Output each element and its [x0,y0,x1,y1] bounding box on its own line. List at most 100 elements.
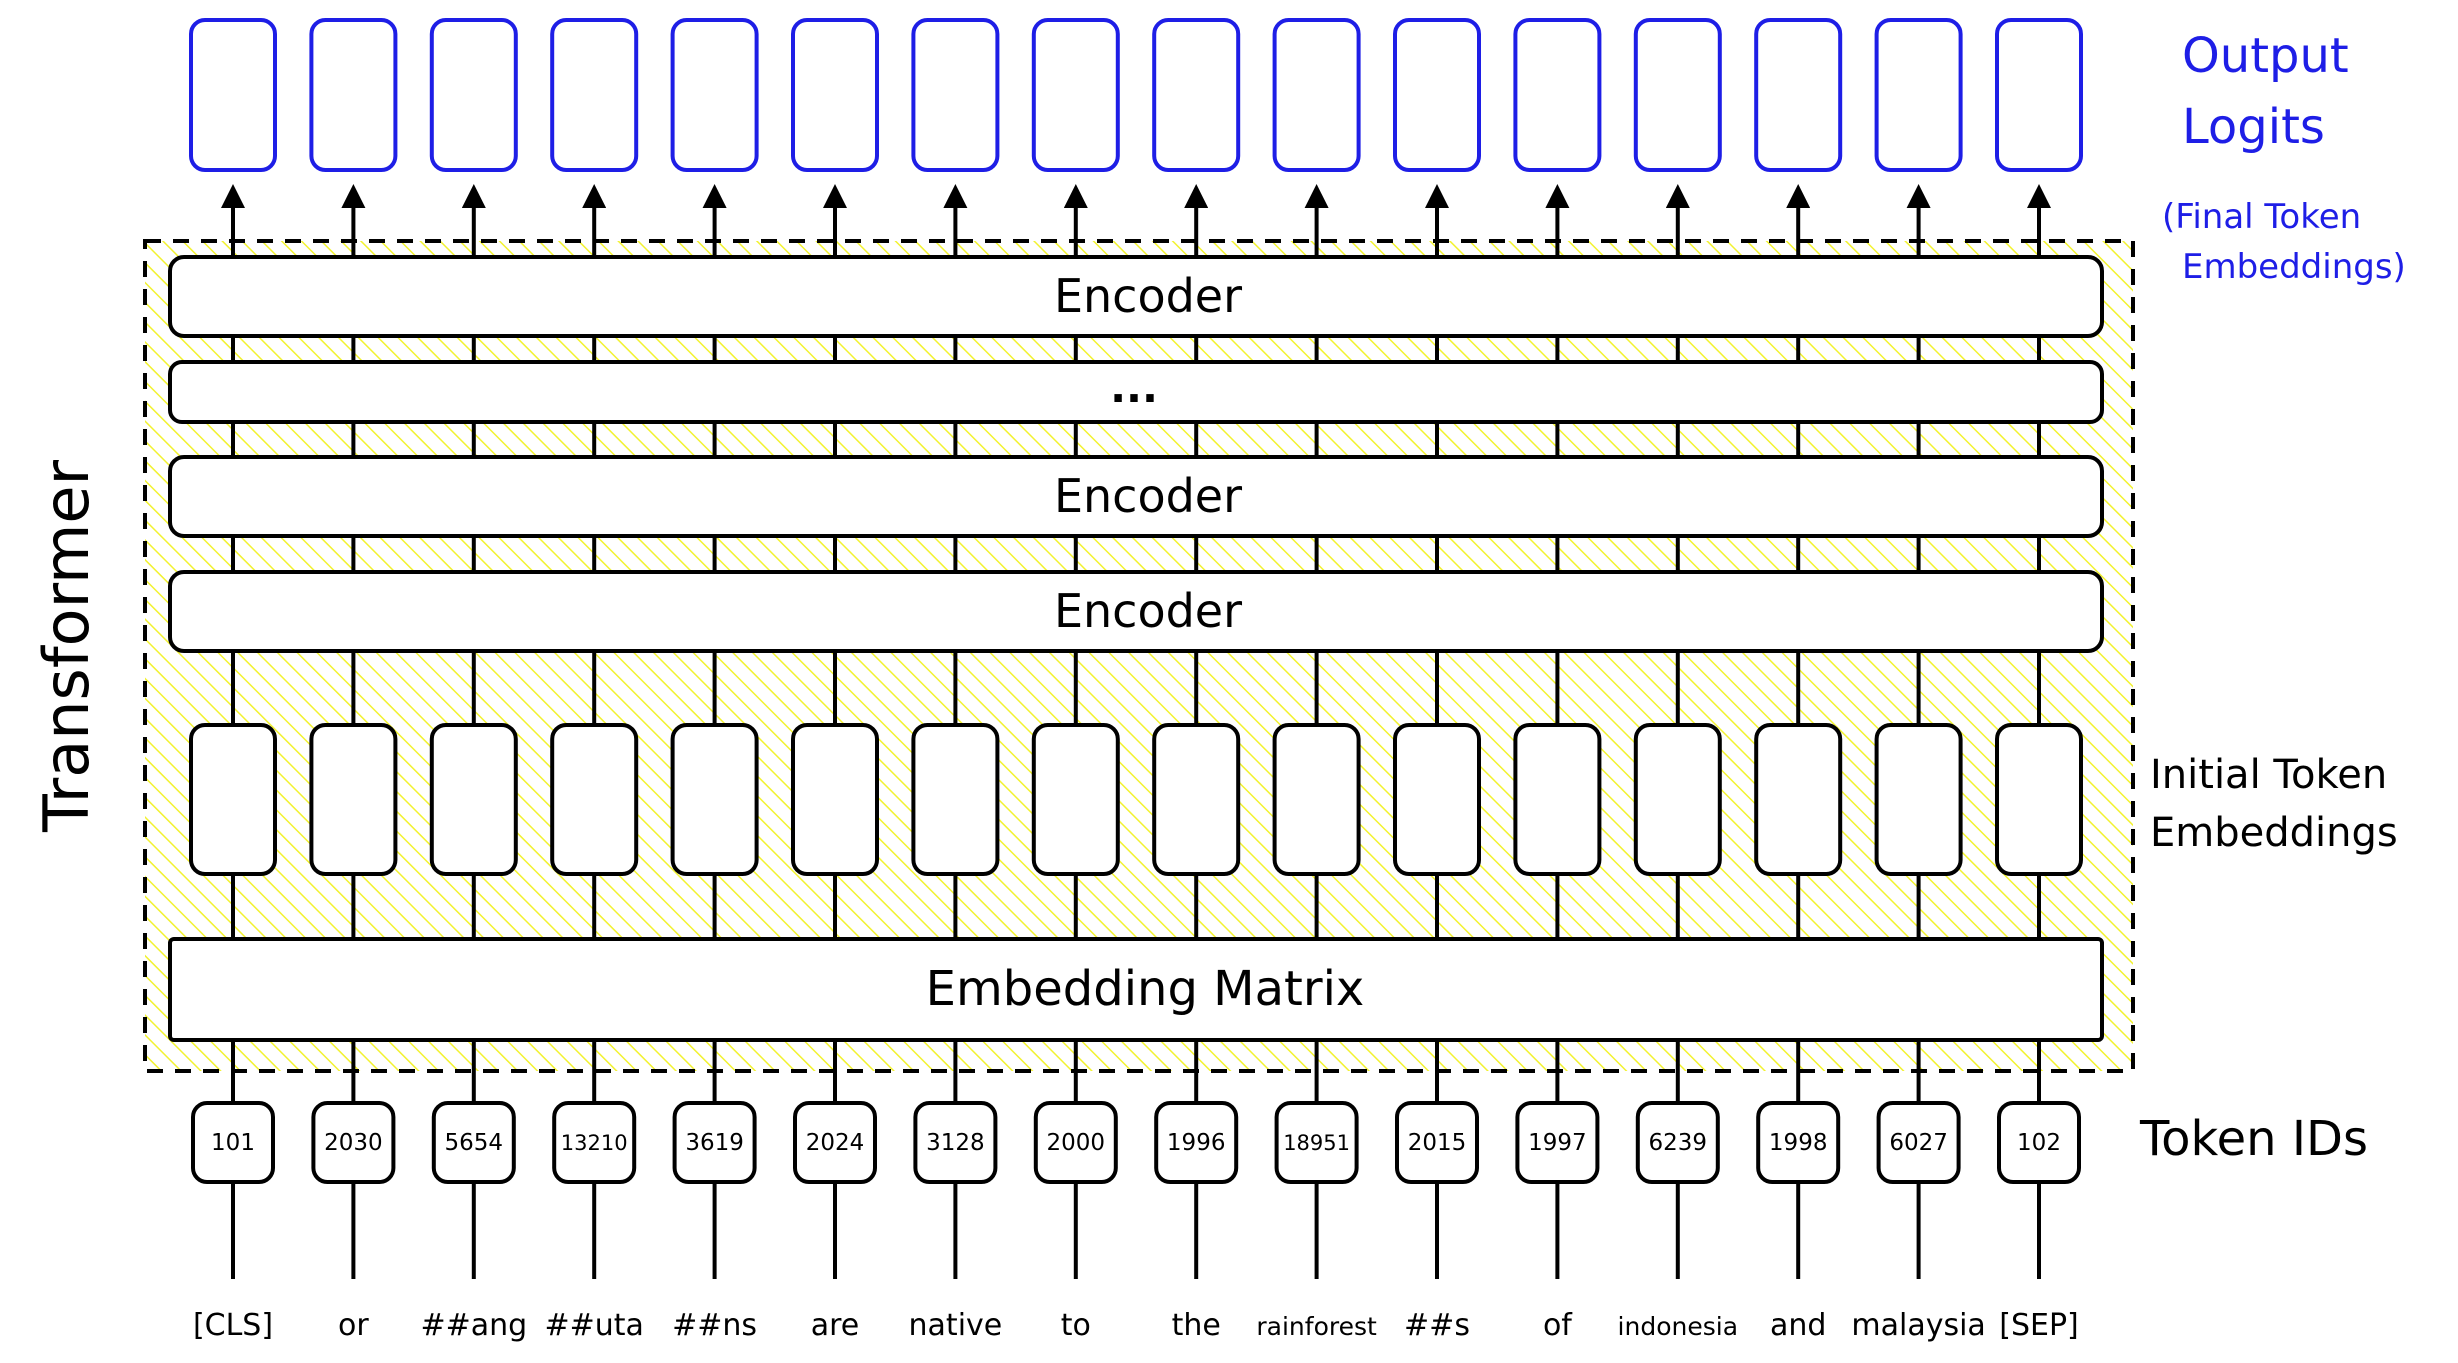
token-id: 3128 [926,1130,985,1156]
token-word: native [909,1308,1003,1343]
initial-embedding-box [1995,723,2083,876]
token-id-box [1756,1101,1841,1184]
token-id: 5654 [445,1130,504,1156]
token-id-box [1876,1101,1961,1184]
output-logit-box [1995,18,2083,172]
token-id: 1997 [1528,1130,1587,1156]
output-logit-box [1031,18,1120,172]
embedding-matrix-label: Embedding Matrix [926,961,1365,1017]
token-id: 101 [211,1130,255,1156]
initial-embedding-box [550,723,639,876]
output-logit-box [1874,18,1963,172]
token-id-box [1635,1101,1720,1184]
initial-embedding-box [1152,723,1241,876]
initial-embedding-box [1393,723,1481,876]
token-id: 2000 [1047,1130,1106,1156]
token-id-box [1515,1101,1600,1184]
token-word: [SEP] [1999,1308,2079,1343]
token-id-box [793,1101,877,1184]
token-id-box [1033,1101,1118,1184]
token-id: 3619 [685,1130,744,1156]
token-word: ##ang [420,1308,527,1343]
token-column: 101 [CLS] [189,18,277,1343]
token-word: the [1172,1308,1221,1343]
transformer-title: Transformer [30,459,103,833]
final-embeddings-label-line2: Embeddings) [2182,247,2406,287]
embedding-matrix: Embedding Matrix [168,937,2104,1042]
output-label-line2: Logits [2182,99,2325,155]
token-id: 2015 [1408,1130,1467,1156]
token-id-box [672,1101,757,1184]
token-word: ##uta [544,1308,643,1343]
encoder-label: Encoder [1054,469,1242,523]
output-logit-box [1633,18,1722,172]
token-word: ##ns [672,1308,757,1343]
initial-embedding-box [189,723,277,876]
token-id-box [552,1101,637,1184]
output-logit-box [1272,18,1361,172]
output-logit-box [550,18,639,172]
output-logit-box [791,18,879,172]
initial-embedding-box [1513,723,1602,876]
token-id: 1998 [1769,1130,1828,1156]
token-id-box [913,1101,998,1184]
token-word: to [1061,1308,1091,1343]
encoder-label: Encoder [1054,584,1242,638]
output-logit-box [670,18,759,172]
output-logit-box [911,18,1000,172]
initial-embeddings-label-line2: Embeddings [2150,810,2398,856]
output-label-line1: Output [2182,28,2349,84]
token-word: [CLS] [193,1308,273,1343]
token-id-box [1395,1101,1479,1184]
token-word: are [811,1308,860,1343]
token-column: 102 [SEP] [1995,18,2083,1343]
token-column: 3619 ##ns [670,18,759,1343]
initial-embedding-box [1874,723,1963,876]
initial-embeddings-label-line1: Initial Token [2150,752,2387,798]
output-logit-box [309,18,398,172]
token-column: 2000 to [1031,18,1120,1343]
token-word: and [1770,1308,1826,1343]
encoder-layer-mid: Encoder [168,455,2104,538]
token-column: 3128 native [909,18,1003,1343]
token-id-box [1274,1101,1359,1184]
token-id: 18951 [1283,1131,1350,1155]
final-embeddings-label-line1: (Final Token [2162,197,2361,237]
token-id: 1996 [1167,1130,1226,1156]
token-column: 13210##uta [544,18,644,1343]
ellipsis-label: ... [1110,363,1158,412]
token-column: 1998 and [1754,18,1843,1343]
token-id-box [191,1101,275,1184]
initial-embedding-box [911,723,1000,876]
token-word: or [338,1308,369,1343]
output-logit-box [1754,18,1843,172]
encoder-layer-bottom: Encoder [168,570,2104,653]
ellipsis-layer: ... [168,360,2104,424]
initial-embedding-box [429,723,518,876]
token-word: rainforest [1256,1312,1377,1341]
token-id: 2024 [806,1130,865,1156]
output-logit-box [1513,18,1602,172]
initial-embedding-box [309,723,398,876]
token-ids-label: Token IDs [2139,1111,2368,1167]
token-column: 5654 ##ang [420,18,527,1343]
initial-embedding-box [1754,723,1843,876]
initial-embedding-box [791,723,879,876]
initial-embedding-box [1272,723,1361,876]
token-id: 102 [2017,1130,2061,1156]
token-id-box [311,1101,396,1184]
token-id: 6239 [1649,1130,1708,1156]
initial-embedding-box [670,723,759,876]
token-column: 2015##s [1393,18,1481,1343]
token-id-box [1154,1101,1239,1184]
initial-embedding-box [1031,723,1120,876]
encoder-layer-top: Encoder [168,255,2104,338]
token-column: 1996 the [1152,18,1241,1343]
initial-embedding-box [1633,723,1722,876]
